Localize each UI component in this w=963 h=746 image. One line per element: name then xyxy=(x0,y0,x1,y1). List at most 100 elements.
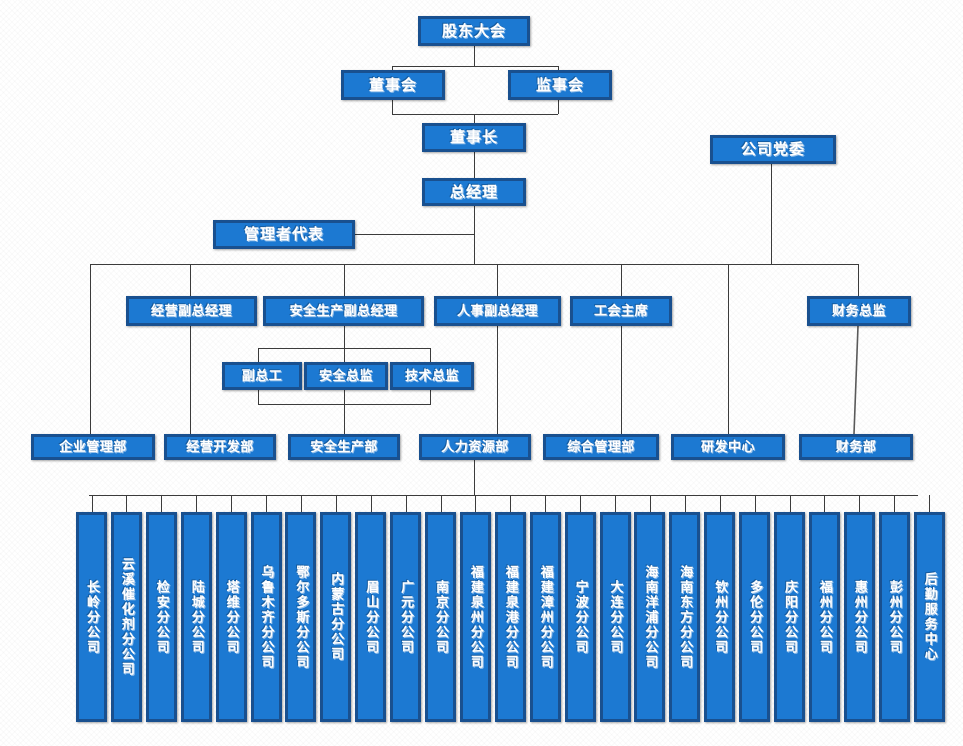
node-branch-company[interactable]: 陆城分公司 xyxy=(180,512,212,722)
connector-branch-stub xyxy=(615,495,616,512)
node-branch-company[interactable]: 钦州分公司 xyxy=(704,512,736,722)
node-label: 监事会 xyxy=(535,75,584,94)
node-label: 海南东方分公司 xyxy=(677,564,693,670)
node-branch-company[interactable]: 福建泉州分公司 xyxy=(459,512,491,722)
node-branch-company[interactable]: 宁波分公司 xyxy=(564,512,596,722)
node-general-manager[interactable]: 总经理 xyxy=(422,178,526,206)
node-branch-company[interactable]: 检安分公司 xyxy=(145,512,177,722)
node-party-committee[interactable]: 公司党委 xyxy=(710,135,836,164)
connector-board-bottom-left xyxy=(392,100,393,114)
node-department[interactable]: 安全生产部 xyxy=(288,434,400,460)
node-label: 人事副总经理 xyxy=(456,303,538,319)
node-branch-company[interactable]: 内蒙古分公司 xyxy=(320,512,352,722)
node-label: 彭州分公司 xyxy=(886,579,902,655)
node-safety-director[interactable]: 安全总监 xyxy=(304,362,388,390)
node-branch-company[interactable]: 云溪催化剂分公司 xyxy=(110,512,142,722)
node-label: 云溪催化剂分公司 xyxy=(118,557,134,677)
node-label: 鄂尔多斯分公司 xyxy=(293,564,309,670)
connector-branch-stub xyxy=(161,495,162,512)
connector-sub-bracket-top-right xyxy=(430,348,431,362)
node-department[interactable]: 综合管理部 xyxy=(543,434,659,460)
node-branch-company[interactable]: 福建漳州分公司 xyxy=(529,512,561,722)
node-department[interactable]: 财务部 xyxy=(799,434,913,460)
connector-branch-stub xyxy=(336,495,337,512)
node-deputy-chief-engineer[interactable]: 副总工 xyxy=(222,362,302,390)
node-technical-director[interactable]: 技术总监 xyxy=(390,362,474,390)
node-board-of-directors[interactable]: 董事会 xyxy=(341,70,445,100)
node-label: 董事长 xyxy=(449,128,498,146)
connector-branch-stub xyxy=(755,495,756,512)
node-label: 检安分公司 xyxy=(153,579,169,655)
node-label: 企业管理部 xyxy=(59,439,127,455)
connector-drop-hr-gm xyxy=(497,264,498,296)
connector-branch-stub xyxy=(92,495,93,512)
node-operations-deputy-gm[interactable]: 经营副总经理 xyxy=(126,296,257,326)
connector-chairman-bus xyxy=(392,114,558,115)
node-branch-company[interactable]: 眉山分公司 xyxy=(355,512,387,722)
node-branch-company[interactable]: 彭州分公司 xyxy=(878,512,910,722)
node-label: 股东大会 xyxy=(441,21,506,40)
connector-branch-stub xyxy=(406,495,407,512)
connector-branch-stub xyxy=(266,495,267,512)
node-label: 福建泉港分公司 xyxy=(502,564,518,670)
connector-drop-union xyxy=(621,264,622,296)
connector-gm-down xyxy=(474,206,475,264)
node-cfo[interactable]: 财务总监 xyxy=(807,296,911,326)
connector-branch-stub xyxy=(441,495,442,512)
node-branch-company[interactable]: 大连分公司 xyxy=(599,512,631,722)
connector-branch-stub xyxy=(231,495,232,512)
node-label: 技术总监 xyxy=(404,368,459,384)
connector-branch-stub xyxy=(790,495,791,512)
node-label: 多伦分公司 xyxy=(747,579,763,655)
connector-branch-stub xyxy=(371,495,372,512)
connector-supervisors-bottom xyxy=(558,100,559,114)
connector-branch-stub xyxy=(196,495,197,512)
node-branch-company[interactable]: 惠州分公司 xyxy=(843,512,875,722)
node-safety-production-deputy-gm[interactable]: 安全生产副总经理 xyxy=(263,296,424,326)
node-branch-company[interactable]: 多伦分公司 xyxy=(739,512,771,722)
node-branch-company[interactable]: 福州分公司 xyxy=(808,512,840,722)
connector-sub-bracket-top-left xyxy=(258,348,259,362)
node-chairman[interactable]: 董事长 xyxy=(422,123,526,152)
node-department[interactable]: 企业管理部 xyxy=(31,434,155,460)
node-branch-company[interactable]: 乌鲁木齐分公司 xyxy=(250,512,282,722)
node-branch-company[interactable]: 广元分公司 xyxy=(390,512,422,722)
connector-management-bus xyxy=(90,264,858,265)
node-label: 惠州分公司 xyxy=(851,579,867,655)
node-label: 海南洋浦分公司 xyxy=(642,564,658,670)
node-department[interactable]: 经营开发部 xyxy=(164,434,276,460)
connector-branch-stub xyxy=(545,495,546,512)
node-branch-company[interactable]: 鄂尔多斯分公司 xyxy=(285,512,317,722)
node-branch-company[interactable]: 南京分公司 xyxy=(425,512,456,722)
node-branch-company[interactable]: 海南洋浦分公司 xyxy=(634,512,666,722)
connector-shareholders-down xyxy=(474,45,475,66)
node-label: 安全生产副总经理 xyxy=(289,303,398,319)
node-union-chairman[interactable]: 工会主席 xyxy=(570,296,672,326)
connector-branch-bus xyxy=(89,495,918,496)
node-label: 庆阳分公司 xyxy=(782,579,797,655)
node-branch-company[interactable]: 海南东方分公司 xyxy=(669,512,701,722)
node-department[interactable]: 研发中心 xyxy=(671,434,785,460)
node-department[interactable]: 人力资源部 xyxy=(419,434,531,460)
node-branch-company[interactable]: 塔维分公司 xyxy=(215,512,247,722)
node-branch-company[interactable]: 庆阳分公司 xyxy=(774,512,805,722)
node-branch-company[interactable]: 福建泉港分公司 xyxy=(494,512,526,722)
connector-drop-enterprise-mgmt xyxy=(90,264,91,434)
node-label: 安全总监 xyxy=(318,368,373,384)
node-label: 经营开发部 xyxy=(186,439,254,455)
node-label: 财务总监 xyxy=(831,303,886,319)
node-branch-company[interactable]: 后勤服务中心 xyxy=(913,512,945,722)
node-hr-deputy-gm[interactable]: 人事副总经理 xyxy=(434,296,561,326)
node-branch-company[interactable]: 长岭分公司 xyxy=(76,512,107,722)
node-management-representative[interactable]: 管理者代表 xyxy=(213,220,355,249)
node-board-of-supervisors[interactable]: 监事会 xyxy=(508,70,612,100)
connector-branch-stub xyxy=(824,495,825,512)
connector-union-to-dept xyxy=(621,326,622,434)
node-label: 总经理 xyxy=(449,182,498,201)
connector-operations-to-dept xyxy=(190,326,191,434)
node-label: 副总工 xyxy=(241,368,283,384)
connector-sub-bracket-bot-left xyxy=(258,390,259,404)
node-shareholders-meeting[interactable]: 股东大会 xyxy=(418,16,530,46)
connector-board-bus xyxy=(392,66,558,67)
connector-party-committee-down xyxy=(771,164,772,264)
